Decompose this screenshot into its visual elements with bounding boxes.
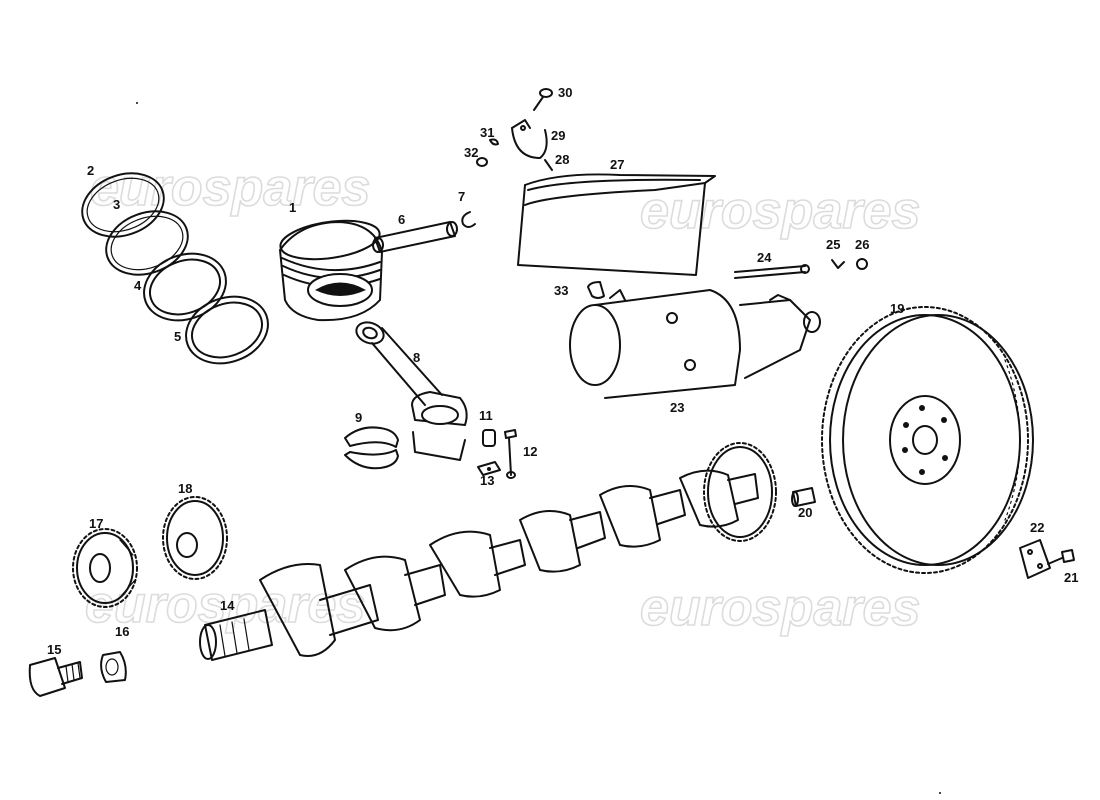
- callout-labels: 1 2 3 4 5 6 7 8 9 11 12 13 14 15 16 17 1…: [47, 85, 1078, 657]
- lock-tab: [477, 461, 501, 476]
- piston: [279, 219, 383, 322]
- callout-7: 7: [458, 189, 465, 204]
- specks: [136, 102, 941, 794]
- callout-21: 21: [1064, 570, 1078, 585]
- callout-28: 28: [555, 152, 569, 167]
- starter-cover: [517, 173, 716, 276]
- nut-32: [476, 157, 488, 167]
- callout-2: 2: [87, 163, 94, 178]
- callout-1: 1: [289, 200, 296, 215]
- callout-31: 31: [480, 125, 494, 140]
- connecting-rod: [355, 321, 468, 461]
- callout-23: 23: [670, 400, 684, 415]
- callout-4: 4: [134, 278, 142, 293]
- callout-5: 5: [174, 329, 181, 344]
- starter-motor: [569, 289, 821, 399]
- spigot-bush: [791, 487, 816, 507]
- callout-8: 8: [413, 350, 420, 365]
- callout-19: 19: [890, 301, 904, 316]
- callout-26: 26: [855, 237, 869, 252]
- clamp-bolt: [533, 88, 553, 111]
- small-end-bush: [482, 429, 496, 447]
- callout-24: 24: [757, 250, 772, 265]
- timing-sprocket: [72, 528, 138, 608]
- callout-9: 9: [355, 410, 362, 425]
- callout-32: 32: [464, 145, 478, 160]
- clamp-bracket: [511, 119, 548, 159]
- clamp-pin: [544, 159, 553, 171]
- piston-ring-3: [105, 210, 189, 276]
- washer-25: [831, 259, 845, 269]
- circlip: [461, 211, 476, 228]
- lock-washer: [100, 651, 127, 683]
- callout-15: 15: [47, 642, 61, 657]
- timing-gear: [162, 496, 228, 580]
- callout-27: 27: [610, 157, 624, 172]
- washer-31: [489, 138, 499, 146]
- stud: [734, 264, 810, 279]
- callout-33: 33: [554, 283, 568, 298]
- watermark-top-left: eurospares: [90, 159, 370, 217]
- callout-14: 14: [220, 598, 235, 613]
- callout-3: 3: [113, 197, 120, 212]
- callout-16: 16: [115, 624, 129, 639]
- callout-6: 6: [398, 212, 405, 227]
- crankshaft-bolt: [28, 657, 83, 697]
- flywheel-bolt: [1047, 549, 1075, 565]
- piston-ring-5: [185, 295, 269, 365]
- callout-22: 22: [1030, 520, 1044, 535]
- callout-12: 12: [523, 444, 537, 459]
- watermark-bottom-right: eurospares: [640, 579, 920, 637]
- callout-30: 30: [558, 85, 572, 100]
- piston-pin: [372, 221, 458, 253]
- watermark-top-right: eurospares: [640, 182, 920, 240]
- callout-17: 17: [89, 516, 103, 531]
- callout-20: 20: [798, 505, 812, 520]
- elbow-fitting: [587, 281, 605, 299]
- crankshaft-gear: [703, 442, 777, 542]
- flywheel: [821, 306, 1034, 574]
- big-end-bearing-shells: [344, 426, 399, 470]
- callout-18: 18: [178, 481, 192, 496]
- callout-25: 25: [826, 237, 840, 252]
- callout-11: 11: [479, 408, 493, 423]
- crankshaft: [199, 469, 759, 661]
- nut-26: [856, 258, 868, 270]
- piston-ring-2: [81, 172, 165, 238]
- callout-13: 13: [480, 473, 494, 488]
- rod-bolt: [504, 429, 517, 479]
- watermarks: eurospares eurospares eurospares eurospa…: [84, 158, 921, 638]
- callout-29: 29: [551, 128, 565, 143]
- piston-ring-4: [143, 252, 227, 322]
- lock-plate: [1019, 539, 1051, 579]
